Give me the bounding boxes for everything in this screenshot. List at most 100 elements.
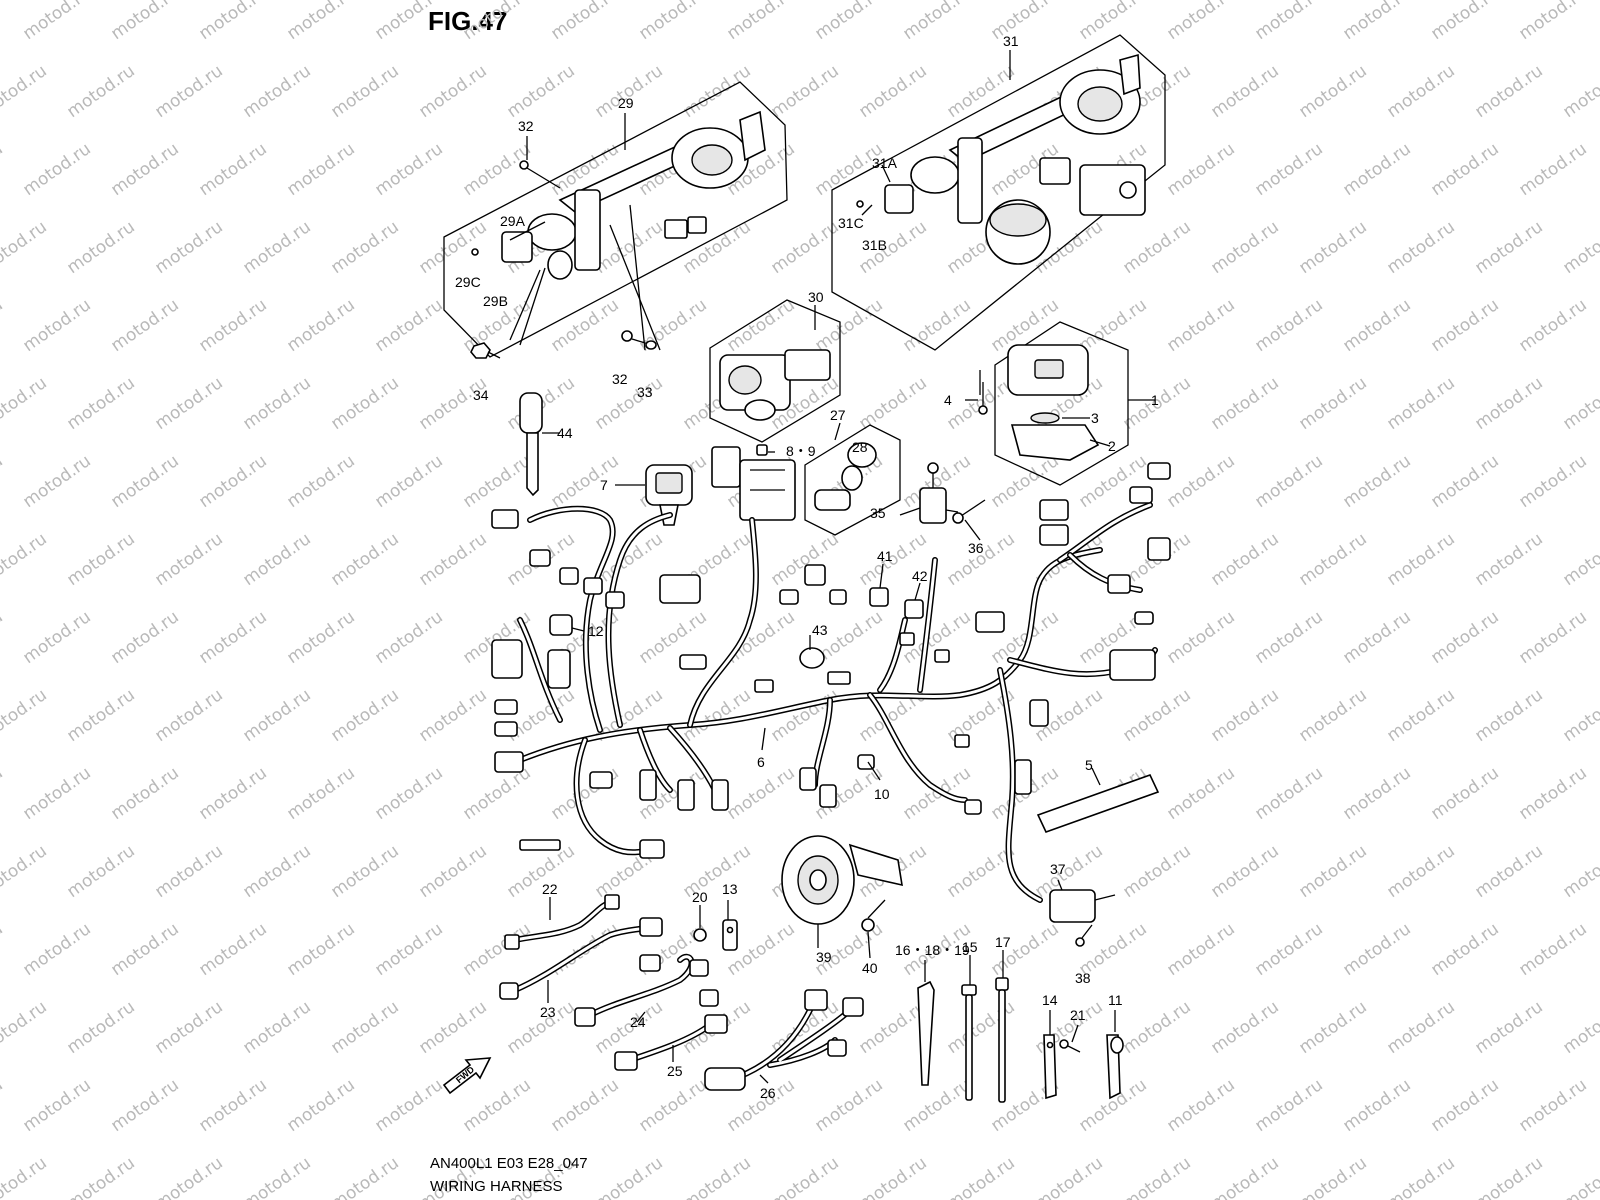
watermark-text: motod.ru <box>855 61 930 122</box>
watermark-text: motod.ru <box>1339 919 1414 980</box>
callout-31c: 31C <box>838 215 864 231</box>
watermark-text: motod.ru <box>283 451 358 512</box>
watermark-text: motod.ru <box>503 685 578 746</box>
watermark-text: motod.ru <box>1427 1075 1502 1136</box>
watermark-text: motod.ru <box>19 607 94 668</box>
watermark-text: motod.ru <box>107 763 182 824</box>
watermark-text: motod.ru <box>0 373 51 434</box>
bolt-36 <box>952 499 986 524</box>
watermark-text: motod.ru <box>283 0 358 44</box>
watermark-text: motod.ru <box>1427 295 1502 356</box>
watermark-text: motod.ru <box>283 1075 358 1136</box>
watermark-text: motod.ru <box>1295 685 1370 746</box>
callout-23: 23 <box>540 1004 556 1020</box>
sub-harness-23 <box>499 917 663 1000</box>
callout-1: 1 <box>1151 392 1159 408</box>
watermark-text: motod.ru <box>63 373 138 434</box>
watermark-text: motod.ru <box>239 373 314 434</box>
watermark-text: motod.ru <box>899 1075 974 1136</box>
watermark-text: motod.ru <box>107 1075 182 1136</box>
watermark-text: motod.ru <box>107 919 182 980</box>
watermark-text: motod.ru <box>0 451 7 512</box>
watermark-text: motod.ru <box>1163 0 1238 44</box>
callout-37: 37 <box>1050 861 1066 877</box>
watermark-text: motod.ru <box>1207 529 1282 590</box>
bolt-20 <box>693 928 707 942</box>
callout-24: 24 <box>630 1014 646 1030</box>
watermark-text: motod.ru <box>0 529 51 590</box>
watermark-text: motod.ru <box>1515 763 1590 824</box>
watermark-text: motod.ru <box>0 0 7 44</box>
watermark-text: motod.ru <box>1251 139 1326 200</box>
watermark-text: motod.ru <box>1427 451 1502 512</box>
watermark-text: motod.ru <box>371 0 446 44</box>
callout-28: 28 <box>852 439 868 455</box>
watermark-text: motod.ru <box>63 841 138 902</box>
watermark-text: motod.ru <box>1163 451 1238 512</box>
watermark-text: motod.ru <box>1339 763 1414 824</box>
watermark-text: motod.ru <box>63 685 138 746</box>
watermark-text: motod.ru <box>1559 997 1600 1058</box>
watermark-text: motod.ru <box>1471 529 1546 590</box>
watermark-text: motod.ru <box>0 139 7 200</box>
watermark-text: motod.ru <box>239 1153 314 1200</box>
callout-29c: 29C <box>455 274 481 290</box>
watermark-text: motod.ru <box>195 763 270 824</box>
watermark-text: motod.ru <box>151 1153 226 1200</box>
watermark-text: motod.ru <box>371 607 446 668</box>
horn-39 <box>781 835 903 925</box>
watermark-text: motod.ru <box>1119 1153 1194 1200</box>
watermark-text: motod.ru <box>1295 217 1370 278</box>
model-code: AN400L1 E03 E28_047 <box>430 1155 588 1172</box>
callout-5: 5 <box>1085 757 1093 773</box>
watermark-text: motod.ru <box>19 0 94 44</box>
callout-31b: 31B <box>862 237 887 253</box>
callout-25: 25 <box>667 1063 683 1079</box>
watermark-text: motod.ru <box>1075 295 1150 356</box>
watermark-text: motod.ru <box>1339 1075 1414 1136</box>
watermark-text: motod.ru <box>239 61 314 122</box>
watermark-text: motod.ru <box>1427 139 1502 200</box>
watermark-text: motod.ru <box>811 0 886 44</box>
watermark-text: motod.ru <box>1207 685 1282 746</box>
watermark-text: motod.ru <box>767 61 842 122</box>
fuse-box <box>711 446 796 521</box>
watermark-text: motod.ru <box>195 919 270 980</box>
watermark-text: motod.ru <box>19 1075 94 1136</box>
watermark-text: motod.ru <box>1163 763 1238 824</box>
watermark-text: motod.ru <box>1471 1153 1546 1200</box>
clamp-14 <box>1043 1034 1057 1100</box>
watermark-text: motod.ru <box>1163 919 1238 980</box>
cable-tie-17 <box>995 977 1009 1103</box>
screw-32-washer-33 <box>621 330 657 350</box>
lock-set-30-box <box>709 299 841 443</box>
watermark-text: motod.ru <box>943 997 1018 1058</box>
watermark-text: motod.ru <box>1119 217 1194 278</box>
luggage-box-lamp-1 <box>979 321 1129 486</box>
watermark-text: motod.ru <box>1559 529 1600 590</box>
watermark-text: motod.ru <box>283 607 358 668</box>
callout-22: 22 <box>542 881 558 897</box>
callout-44: 44 <box>557 425 573 441</box>
cable-tie-15 <box>961 984 977 1101</box>
callout-43: 43 <box>812 622 828 638</box>
watermark-text: motod.ru <box>679 61 754 122</box>
watermark-text: motod.ru <box>1163 1075 1238 1136</box>
accessory-socket-27 <box>804 424 901 536</box>
callout-32a: 32 <box>518 118 534 134</box>
watermark-text: motod.ru <box>0 997 51 1058</box>
watermark-text: motod.ru <box>415 529 490 590</box>
watermark-text: motod.ru <box>723 295 798 356</box>
watermark-text: motod.ru <box>1295 841 1370 902</box>
connector-boot-7 <box>645 464 693 526</box>
watermark-text: motod.ru <box>1427 763 1502 824</box>
watermark-text: motod.ru <box>1559 373 1600 434</box>
callout-10: 10 <box>874 786 890 802</box>
watermark-text: motod.ru <box>1559 61 1600 122</box>
watermark-text: motod.ru <box>327 1153 402 1200</box>
callout-31: 31 <box>1003 33 1019 49</box>
clamp-11 <box>1106 1034 1124 1100</box>
watermark-text: motod.ru <box>0 1153 51 1200</box>
